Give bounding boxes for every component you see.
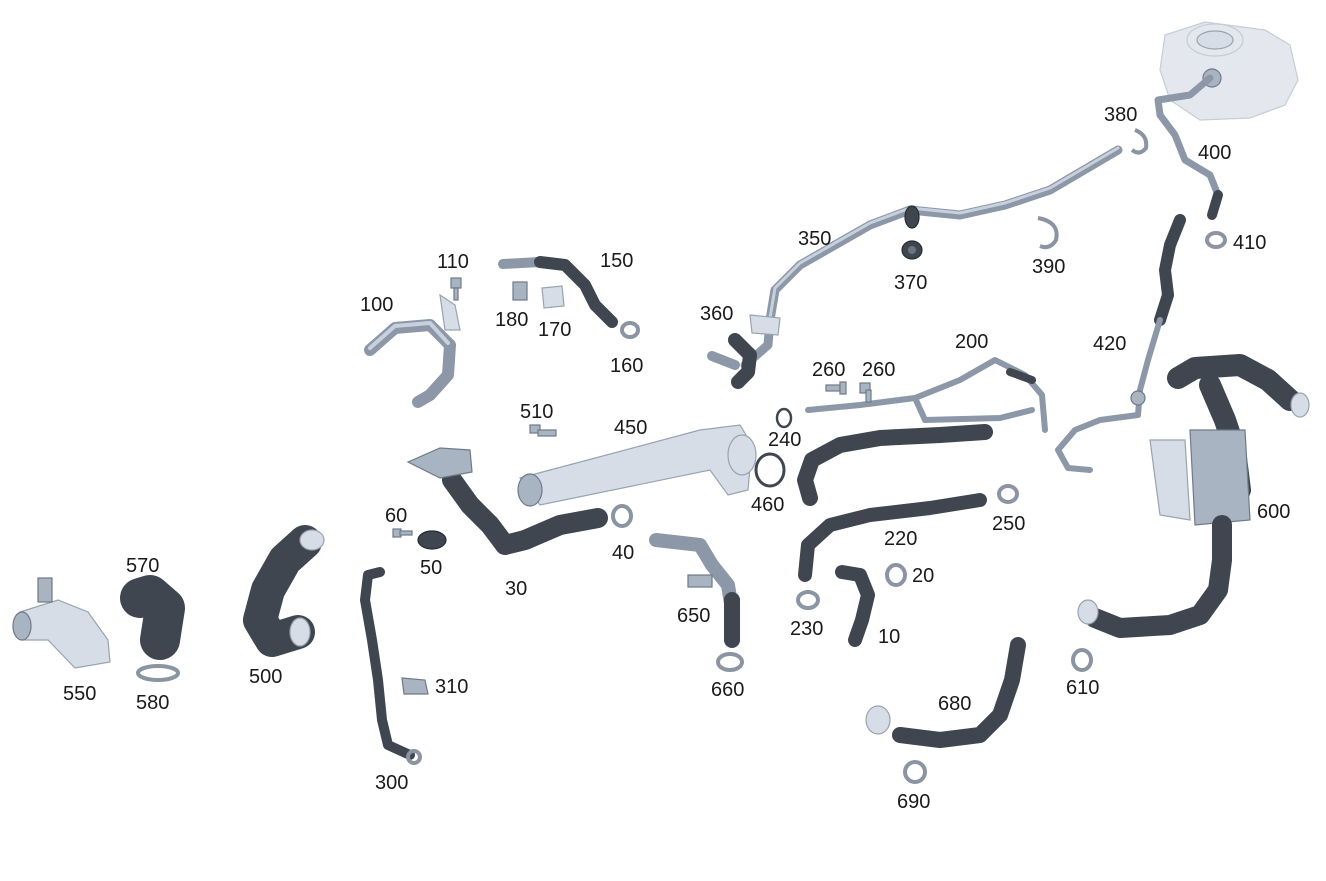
o-ring-460 [754,452,786,488]
hose-220 [798,493,987,582]
label-650: 650 [677,605,710,627]
label-110: 110 [437,251,469,273]
hose-30 [406,447,608,555]
label-450: 450 [614,417,647,439]
label-510: 510 [520,401,553,423]
grommet-370 [901,240,923,260]
clip-310 [401,677,429,695]
bolt-110 [450,277,462,301]
label-150: 150 [600,250,633,272]
clip-390 [1037,216,1059,250]
clip-180 [512,281,528,301]
label-30: 30 [505,578,527,600]
clamp-580 [136,664,180,682]
label-360: 360 [700,303,733,325]
clamp-40 [611,504,633,528]
pipe-350 [740,145,1123,370]
label-550: 550 [63,683,96,705]
hose-400 [1154,74,1223,220]
label-40: 40 [612,542,634,564]
bolt-260-a [825,381,847,395]
label-680: 680 [938,693,971,715]
label-310: 310 [435,676,468,698]
label-100: 100 [360,294,393,316]
label-260-a: 260 [812,359,845,381]
expansion-tank [1159,21,1299,121]
label-10: 10 [878,626,900,648]
hose-200-lower [797,424,993,506]
elbow-hose-570 [120,575,185,660]
clamp-160 [620,321,640,339]
pipe-450 [517,424,757,507]
label-580: 580 [136,692,169,714]
label-370: 370 [894,272,927,294]
clamp-20 [885,563,907,587]
hose-10 [835,565,875,647]
bolt-260-b [859,382,872,403]
fitting-50 [417,530,447,550]
label-220: 220 [884,528,917,550]
label-180: 180 [495,309,528,331]
label-600: 600 [1257,501,1290,523]
label-350: 350 [798,228,831,250]
pipe-200 [805,357,1048,433]
label-20: 20 [912,565,934,587]
thermostat-housing-550 [12,577,111,669]
label-390: 390 [1032,256,1065,278]
clamp-690 [903,760,927,784]
label-610: 610 [1066,677,1099,699]
bolt-60 [392,528,413,538]
label-500: 500 [249,666,282,688]
label-380: 380 [1104,104,1137,126]
bracket-170 [541,285,565,309]
clamp-410 [1205,231,1227,249]
clamp-660 [716,652,744,672]
label-690: 690 [897,791,930,813]
bolt-510 [529,424,557,437]
label-300: 300 [375,772,408,794]
hose-420 [1055,214,1186,473]
hose-500 [243,525,325,657]
label-170: 170 [538,319,571,341]
o-ring-240 [775,407,793,429]
part-labels: 10 20 30 40 50 60 100 110 150 160 170 18… [63,104,1290,813]
hose-650 [649,533,740,648]
hose-680 [865,637,1026,748]
pipe-100 [364,293,461,408]
label-50: 50 [420,557,442,579]
label-660: 660 [711,679,744,701]
hose-150 [498,256,618,328]
label-400: 400 [1198,142,1231,164]
label-410: 410 [1233,232,1266,254]
label-250: 250 [992,513,1025,535]
label-460: 460 [751,494,784,516]
label-420: 420 [1093,333,1126,355]
label-260-b: 260 [862,359,895,381]
label-200: 200 [955,331,988,353]
pump-assembly-600 [1077,354,1310,638]
clip-380 [1130,128,1149,155]
label-240: 240 [768,429,801,451]
label-160: 160 [610,355,643,377]
label-230: 230 [790,618,823,640]
label-60: 60 [385,505,407,527]
clamp-230 [796,590,820,610]
label-570: 570 [126,555,159,577]
hose-360 [707,333,757,389]
clamp-610 [1071,648,1093,672]
clamp-250 [997,484,1019,504]
hose-300 [360,567,422,765]
